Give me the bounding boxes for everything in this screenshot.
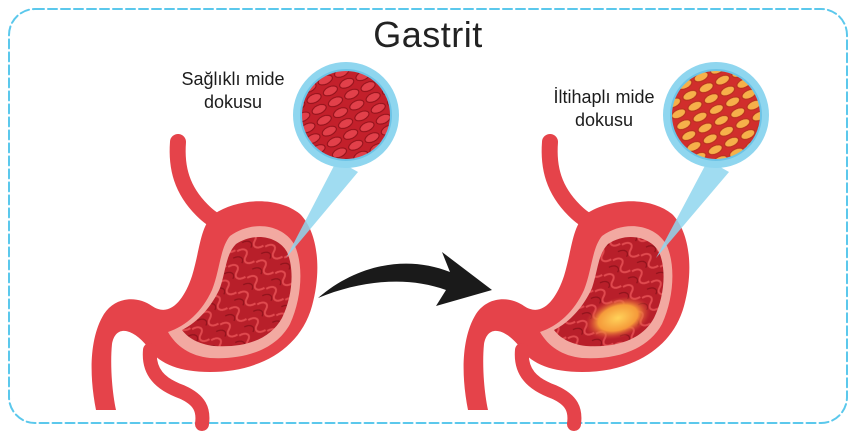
- healthy-magnifier: [293, 62, 399, 168]
- inflamed-magnifier: [663, 62, 769, 168]
- inflamed-tissue-label: İltihaplı mide dokusu: [540, 86, 668, 132]
- inflamed-magnifier-pointer: [656, 160, 729, 258]
- inflamed-label-line-2: dokusu: [540, 109, 668, 132]
- healthy-tissue-label: Sağlıklı mide dokusu: [168, 68, 298, 114]
- healthy-label-line-2: dokusu: [168, 91, 298, 114]
- healthy-stomach: [92, 142, 318, 424]
- inflamed-label-line-1: İltihaplı mide: [540, 86, 668, 109]
- diagram-title: Gastrit: [0, 14, 856, 56]
- healthy-magnifier-pointer: [286, 160, 358, 258]
- healthy-label-line-1: Sağlıklı mide: [168, 68, 298, 91]
- transition-arrow-icon: [318, 252, 492, 306]
- inflamed-stomach: [464, 142, 690, 424]
